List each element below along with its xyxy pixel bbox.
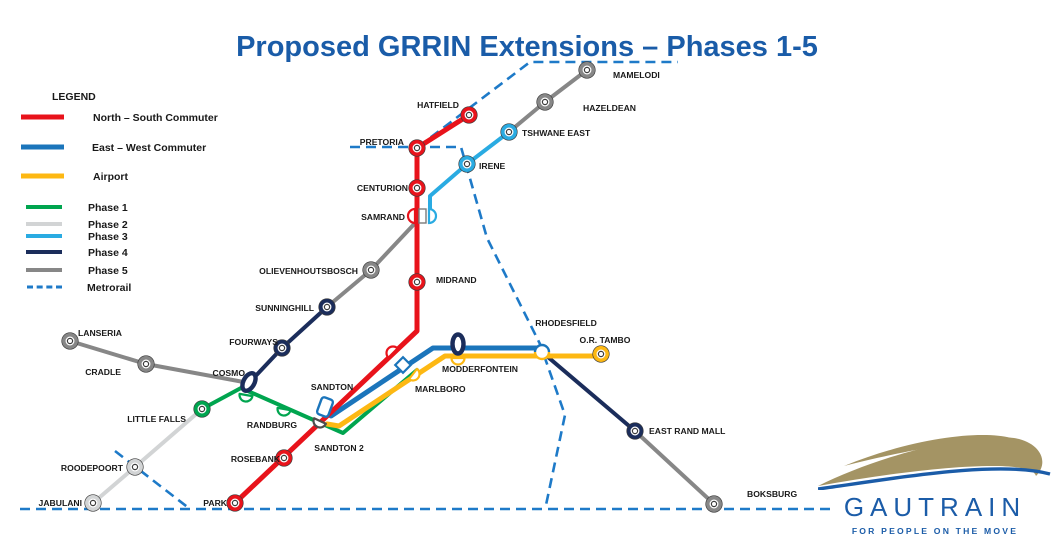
station-park[interactable] — [226, 494, 244, 512]
gautrain-tagline: FOR PEOPLE ON THE MOVE — [851, 526, 1019, 536]
station-marlboro-north-halt[interactable] — [384, 344, 399, 359]
station-pretoria[interactable] — [408, 139, 426, 157]
station-samrand[interactable] — [406, 207, 438, 225]
station-irene[interactable] — [458, 155, 476, 173]
station-mamelodi[interactable] — [578, 61, 596, 79]
station-randburg[interactable] — [276, 406, 292, 417]
station-east-rand-mall[interactable] — [626, 422, 644, 440]
station-label-tshwane-east: TSHWANE EAST — [522, 128, 591, 138]
station-label-hatfield: HATFIELD — [417, 100, 459, 110]
line-phase4-rhodesfield-eastrandmall — [540, 350, 637, 433]
line-metrorail-roodepoort — [114, 449, 191, 511]
station-or-tambo[interactable] — [592, 345, 610, 363]
legend-label-phase-5: Phase 5 — [88, 264, 128, 277]
station-label-lanseria: LANSERIA — [78, 328, 122, 338]
station-cosmo[interactable] — [240, 371, 259, 393]
legend-label-phase-3: Phase 3 — [88, 230, 128, 243]
station-olievenhoutsbosch[interactable] — [362, 261, 380, 279]
station-rosebank[interactable] — [275, 449, 293, 467]
station-label-park: PARK — [203, 498, 228, 508]
station-label-mamelodi: MAMELODI — [613, 70, 660, 80]
legend-swatch-phase-4 — [26, 250, 62, 254]
line-phase3-samrand-tshwaneeast — [428, 130, 511, 215]
station-label-randburg: RANDBURG — [247, 420, 297, 430]
station-label-jabulani: JABULANI — [39, 498, 82, 508]
legend-swatch-east-west-commuter — [21, 144, 64, 150]
station-label-cradle: CRADLE — [85, 367, 121, 377]
station-centurion[interactable] — [408, 179, 426, 197]
station-fourways[interactable] — [273, 339, 291, 357]
station-label-pretoria: PRETORIA — [360, 137, 404, 147]
station-label-sandton: SANDTON — [311, 382, 353, 392]
legend-swatch-phase-1 — [26, 205, 62, 209]
station-label-rosebank: ROSEBANK — [231, 454, 281, 464]
station-hatfield[interactable] — [460, 106, 478, 124]
station-label-fourways: FOURWAYS — [229, 337, 278, 347]
station-label-east-rand-mall: EAST RAND MALL — [649, 426, 725, 436]
station-label-rhodesfield: RHODESFIELD — [535, 318, 597, 328]
station-hazeldean[interactable] — [536, 93, 554, 111]
legend-swatch-phase-5 — [26, 268, 62, 272]
station-label-sandton-2: SANDTON 2 — [314, 443, 364, 453]
line-airport-sandton-ortambo — [324, 353, 604, 429]
station-tshwane-east[interactable] — [500, 123, 518, 141]
station-marlboro-interchange[interactable] — [393, 355, 413, 375]
station-label-modderfontein: MODDERFONTEIN — [442, 364, 518, 374]
station-sunninghill[interactable] — [318, 298, 336, 316]
station-modderfontein-halt[interactable] — [450, 356, 466, 366]
station-marlboro[interactable] — [407, 367, 422, 383]
legend-label-phase-1: Phase 1 — [88, 201, 128, 214]
station-label-sunninghill: SUNNINGHILL — [255, 303, 314, 313]
station-lanseria[interactable] — [61, 332, 79, 350]
station-label-olievenhoutsbosch: OLIEVENHOUTSBOSCH — [259, 266, 358, 276]
station-sandton[interactable] — [315, 396, 335, 418]
legend-label-phase-2: Phase 2 — [88, 218, 128, 231]
legend-swatch-phase-2 — [26, 222, 62, 226]
station-midrand[interactable] — [408, 273, 426, 291]
station-jabulani[interactable] — [84, 494, 102, 512]
legend-label-north-south-commuter: North – South Commuter — [93, 111, 218, 124]
legend-swatch-metrorail — [27, 285, 62, 289]
legend-label-airport: Airport — [93, 170, 128, 183]
station-label-marlboro: MARLBORO — [415, 384, 466, 394]
station-roodepoort[interactable] — [126, 458, 144, 476]
station-label-samrand: SAMRAND — [361, 212, 405, 222]
legend-label-metrorail: Metrorail — [87, 281, 132, 294]
legend-heading: LEGEND — [52, 91, 96, 103]
gautrain-swoosh-icon — [817, 435, 1051, 491]
legend-swatch-north-south-commuter — [21, 114, 64, 120]
page-title: Proposed GRRIN Extensions – Phases 1-5 — [236, 31, 818, 64]
legend-label-phase-4: Phase 4 — [88, 246, 128, 259]
station-label-midrand: MIDRAND — [436, 275, 477, 285]
line-phase5-eastrandmall-boksburg — [633, 429, 716, 506]
station-boksburg[interactable] — [705, 495, 723, 513]
station-label-hazeldean: HAZELDEAN — [583, 103, 636, 113]
line-metrorail-pretoria-boksburg — [350, 145, 567, 506]
gautrain-wordmark: GAUTRAIN — [843, 492, 1027, 522]
station-modderfontein[interactable] — [450, 332, 466, 356]
station-cosmo-halt[interactable] — [238, 392, 254, 403]
station-cradle[interactable] — [137, 355, 155, 373]
station-label-little-falls: LITTLE FALLS — [127, 414, 186, 424]
station-sandton-halt[interactable] — [311, 417, 327, 429]
station-label-cosmo: COSMO — [213, 368, 246, 378]
legend-swatch-airport — [21, 173, 64, 179]
station-little-falls[interactable] — [193, 400, 211, 418]
legend-label-east-west-commuter: East – West Commuter — [92, 141, 207, 154]
station-label-boksburg: BOKSBURG — [747, 489, 797, 499]
station-label-or-tambo: O.R. TAMBO — [580, 335, 631, 345]
gautrain-logo: GAUTRAIN FOR PEOPLE ON THE MOVE — [817, 426, 1052, 552]
station-label-roodepoort: ROODEPOORT — [61, 463, 124, 473]
legend-swatch-phase-3 — [26, 234, 62, 238]
station-label-irene: IRENE — [479, 161, 506, 171]
station-rhodesfield[interactable] — [533, 343, 551, 361]
station-label-centurion: CENTURION — [357, 183, 408, 193]
